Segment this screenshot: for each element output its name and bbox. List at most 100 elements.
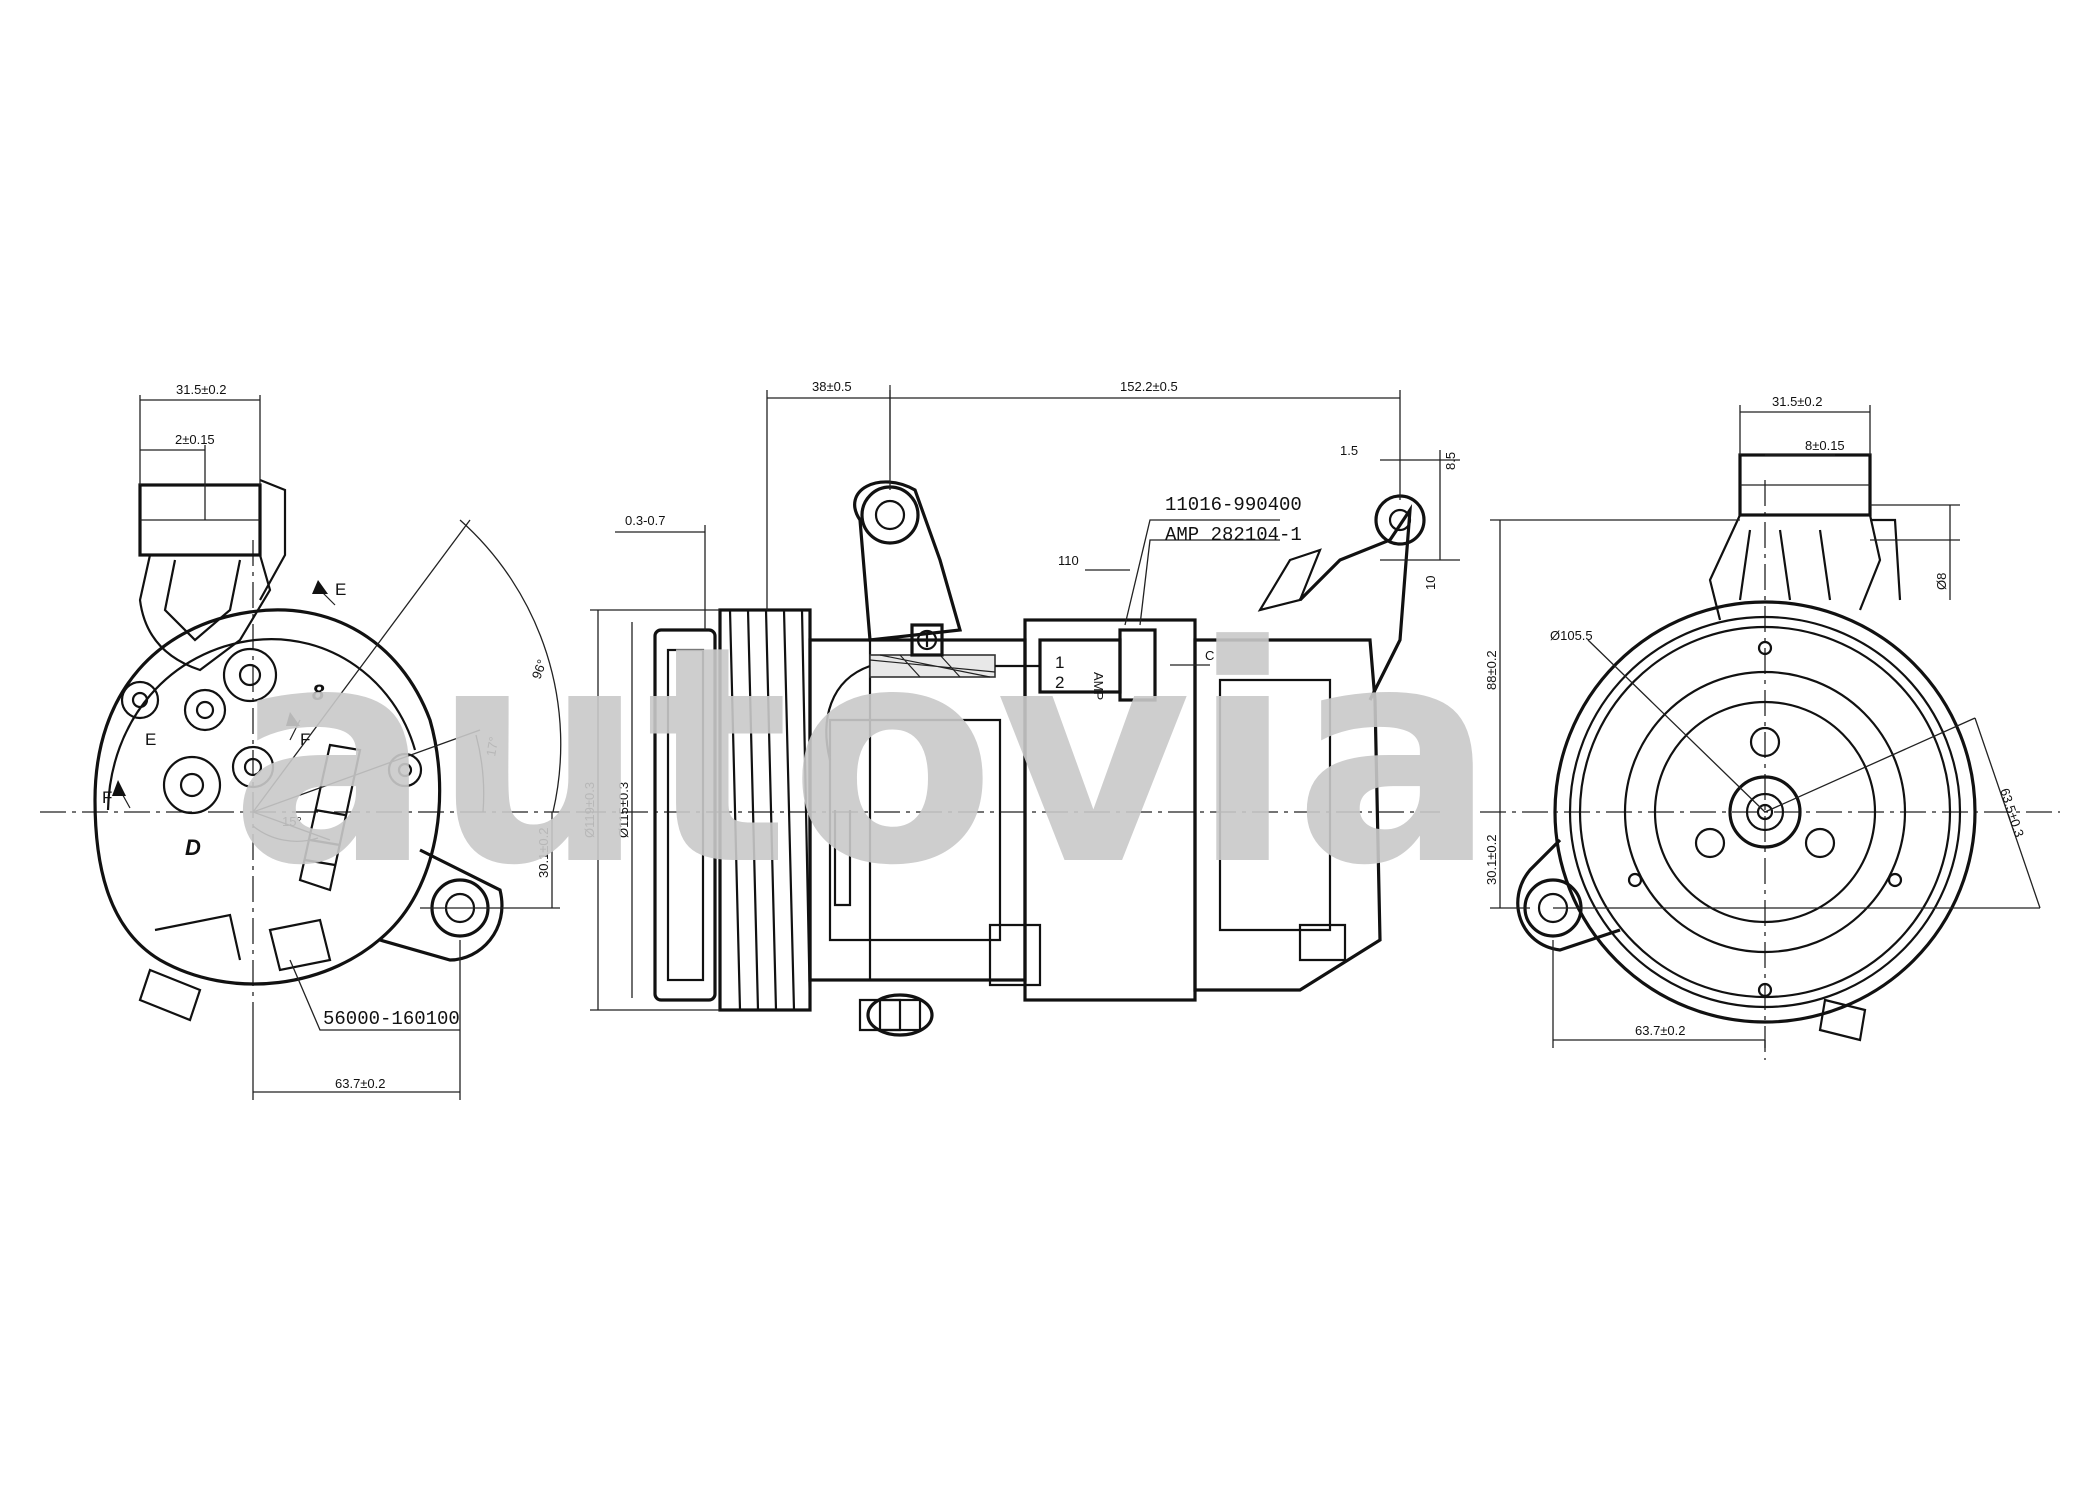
view-label-d: D bbox=[185, 835, 201, 860]
right-dim-8: Ø8 bbox=[1934, 573, 1949, 590]
left-angle-arc-15 bbox=[252, 825, 319, 842]
right-bottom-ear bbox=[1516, 838, 1621, 952]
top-rear-lug bbox=[1298, 504, 1413, 701]
left-angle-line-15 bbox=[252, 811, 331, 841]
mid-dim-8-5: 8.5 bbox=[1443, 452, 1458, 470]
view-label-8: 8 bbox=[312, 680, 325, 705]
left-angle-arc-96 bbox=[459, 519, 562, 813]
left-lug-cutout bbox=[163, 559, 242, 642]
left-dim-bottom-width: 63.7±0.2 bbox=[335, 1076, 386, 1091]
right-clutch-inner bbox=[1653, 700, 1877, 924]
right-dim-inner-width: 8±0.15 bbox=[1805, 438, 1845, 453]
front-sensor bbox=[833, 810, 852, 907]
left-port-upper-inner bbox=[238, 663, 262, 687]
mid-dim-offset: 38±0.5 bbox=[812, 379, 852, 394]
view-label-e2: E bbox=[145, 730, 156, 749]
left-dim-angle-15: 15° bbox=[282, 814, 302, 829]
left-dim-angle-96: 96° bbox=[529, 657, 550, 681]
watermark-text: autovia bbox=[230, 582, 1496, 931]
connector-pin-1: 1 bbox=[1055, 653, 1064, 672]
top-rear-lug-hole-inner bbox=[1388, 508, 1412, 532]
left-port-center-inner bbox=[243, 757, 263, 777]
bottom-boss bbox=[988, 923, 1042, 987]
left-bottom-nut bbox=[138, 968, 202, 1022]
right-hub-inner bbox=[1745, 792, 1785, 832]
top-front-lug bbox=[853, 480, 963, 642]
left-port-low-inner bbox=[179, 772, 205, 798]
right-shaft bbox=[1756, 803, 1774, 821]
left-bottom-fitting bbox=[268, 918, 332, 972]
left-dim-height: 30.1±0.2 bbox=[536, 827, 551, 878]
left-lower-boss bbox=[154, 913, 242, 961]
right-view: 31.5±0.2 8±0.15 Ø8 Ø105.5 88±0.2 30.1±0.… bbox=[1480, 394, 2060, 1060]
right-dim-ref-a bbox=[1764, 717, 1976, 813]
left-arrow-e1-head bbox=[312, 580, 328, 594]
drain-plug bbox=[878, 998, 922, 1032]
left-lug-web bbox=[138, 554, 272, 672]
ground-terminal bbox=[910, 623, 944, 657]
right-dim-top-width: 31.5±0.2 bbox=[1772, 394, 1823, 409]
right-mark-left bbox=[1627, 872, 1643, 888]
rear-head bbox=[1193, 638, 1382, 992]
left-angle-arc-17 bbox=[475, 734, 485, 813]
left-lug-side bbox=[259, 478, 287, 601]
right-hub bbox=[1728, 775, 1802, 849]
right-dim-diameter: Ø105.5 bbox=[1550, 628, 1593, 643]
middle-view: 1 2 AMP C 38±0.5 152.2±0.5 bbox=[580, 379, 1460, 1037]
left-view: 31.5±0.2 2±0.15 96° 17° 15° 30.1±0.2 63.… bbox=[40, 382, 590, 1100]
mid-dim-10: 10 bbox=[1423, 576, 1438, 590]
connector-part-number: AMP 282104-1 bbox=[1165, 524, 1302, 546]
right-rivet-left bbox=[1694, 827, 1726, 859]
right-lug-web bbox=[1708, 514, 1882, 621]
left-bolt-1 bbox=[120, 680, 160, 720]
wire-harness-cable bbox=[825, 664, 871, 761]
left-angle-line-17 bbox=[252, 729, 481, 813]
rear-valve bbox=[1298, 923, 1347, 962]
left-dim-angle-17: 17° bbox=[483, 736, 501, 758]
mid-dim-dia-119: Ø119±0.3 bbox=[582, 782, 597, 838]
mid-dim-length: 152.2±0.5 bbox=[1120, 379, 1178, 394]
view-label-f1: F bbox=[102, 788, 112, 807]
right-dim-height-301: 30.1±0.2 bbox=[1484, 834, 1499, 885]
left-bolt-2 bbox=[387, 752, 423, 788]
right-dim-bottom-width: 63.7±0.2 bbox=[1635, 1023, 1686, 1038]
ground-terminal-screw bbox=[916, 629, 938, 651]
right-rivet-top bbox=[1749, 726, 1781, 758]
left-bottom-ear bbox=[379, 848, 504, 962]
left-port-upper bbox=[222, 647, 278, 703]
top-front-lug-hole-inner bbox=[874, 499, 906, 531]
left-valve-ribs bbox=[304, 808, 346, 867]
left-arrow-f2 bbox=[289, 719, 301, 741]
right-dim-line-diag bbox=[1974, 717, 2041, 909]
left-bolt-1-inner bbox=[131, 691, 149, 709]
mid-dim-110: 110 bbox=[1058, 553, 1079, 568]
mid-dim-1-5: 1.5 bbox=[1340, 443, 1358, 458]
clutch-coil-part-number: 11016-990400 bbox=[1165, 494, 1302, 516]
left-port-low bbox=[162, 755, 222, 815]
left-housing bbox=[93, 608, 442, 986]
right-rivet-right bbox=[1804, 827, 1836, 859]
mid-dim-gap: 0.3-0.7 bbox=[625, 513, 665, 528]
drain-plug-nut bbox=[866, 993, 934, 1037]
compressor-part-number: 56000-160100 bbox=[323, 1008, 460, 1030]
rear-lug-web bbox=[1257, 548, 1322, 612]
left-valve-body bbox=[298, 743, 362, 892]
mid-dim-dia-115: Ø115±0.3 bbox=[616, 782, 631, 838]
left-dim-inner-width: 2±0.15 bbox=[175, 432, 215, 447]
left-arrow-f1-head bbox=[112, 780, 126, 796]
coil-leader bbox=[1124, 519, 1280, 626]
left-arrow-f2-head bbox=[286, 712, 300, 726]
right-pulley-outer bbox=[1568, 615, 1962, 1009]
right-dim-height-88: 88±0.2 bbox=[1484, 650, 1499, 690]
view-label-f2: F bbox=[300, 730, 310, 749]
right-mark-bottom bbox=[1757, 982, 1773, 998]
right-housing bbox=[1553, 600, 1977, 1024]
pulley-grooves bbox=[728, 609, 812, 1011]
right-lug-ribs bbox=[1738, 529, 1832, 601]
connector-amp-mark: AMP bbox=[1091, 672, 1106, 700]
right-lug-side bbox=[1870, 518, 1902, 601]
left-port-mid bbox=[183, 688, 227, 732]
left-angle-line-96 bbox=[252, 519, 471, 813]
view-label-e1: E bbox=[335, 580, 346, 599]
top-front-lug-hole bbox=[860, 485, 920, 545]
